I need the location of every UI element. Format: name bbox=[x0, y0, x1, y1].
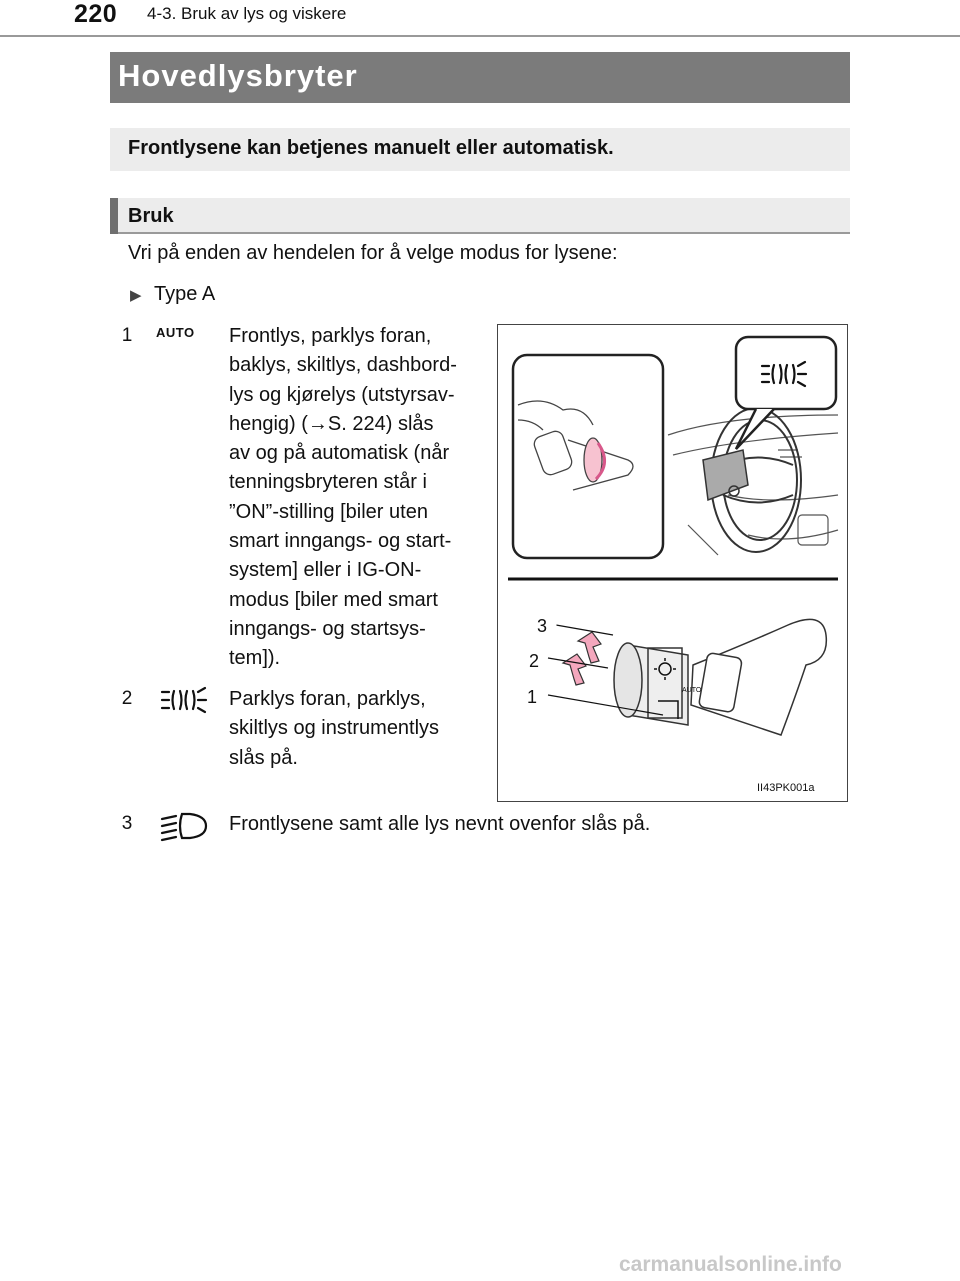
intro-box bbox=[110, 128, 850, 171]
parking-light-icon bbox=[160, 686, 208, 714]
text-line: ”ON”-stilling [biler uten bbox=[229, 500, 428, 523]
text-line: av og på automatisk (når bbox=[229, 442, 450, 465]
illustration-figure: AUTO 3 2 1 bbox=[497, 324, 848, 802]
type-label: Type A bbox=[154, 283, 216, 305]
text-line: hengig) (→S. 224) slås bbox=[229, 412, 434, 435]
text-line: Parklys foran, parklys, bbox=[229, 688, 426, 710]
text-line: modus [biler med smart bbox=[229, 588, 438, 611]
section-heading-box bbox=[110, 198, 850, 234]
text-line: Frontlys, parklys foran, bbox=[229, 325, 432, 347]
watermark: carmanualsonline.info bbox=[619, 1253, 842, 1276]
number-box-2-icon: 2 bbox=[122, 688, 133, 709]
text-line: system] eller i IG-ON- bbox=[229, 559, 422, 582]
arrow-up-icon bbox=[576, 631, 602, 664]
item-3-text: Frontlysene samt alle lys nevnt ovenfor … bbox=[229, 813, 651, 835]
intro-text: Frontlysene kan betjenes manuelt eller a… bbox=[128, 137, 614, 159]
section-heading: Bruk bbox=[128, 205, 174, 227]
chapter-title: 4-3. Bruk av lys og viskere bbox=[147, 4, 347, 23]
text-line: tenningsbryteren står i bbox=[229, 471, 427, 494]
item-1-number: 1 bbox=[122, 325, 133, 346]
number-box-1-icon: 1 bbox=[116, 322, 138, 347]
bullet-triangle-icon: ▶ bbox=[130, 287, 142, 304]
item-3-number: 3 bbox=[122, 813, 133, 834]
item-2-text: Parklys foran, parklys, skiltlys og inst… bbox=[229, 685, 479, 773]
title-bar bbox=[110, 52, 850, 103]
text-line: tem]). bbox=[229, 647, 281, 670]
text-line: baklys, skiltlys, dashbord- bbox=[229, 354, 457, 377]
headlight-switch-illustration: AUTO 3 2 1 bbox=[508, 335, 839, 736]
item-2-number: 2 bbox=[122, 688, 133, 709]
callout-3: 3 bbox=[537, 616, 547, 636]
callout-2: 2 bbox=[529, 651, 539, 671]
page-title: Hovedlysbryter bbox=[118, 58, 358, 93]
number-box-3-icon: 3 bbox=[122, 813, 133, 834]
switch-auto-label: AUTO bbox=[682, 687, 702, 694]
text-line: smart inngangs- og start- bbox=[229, 530, 452, 553]
page-number: 220 bbox=[74, 0, 118, 28]
text-line: skiltlys og instrumentlys bbox=[229, 717, 440, 740]
arrow-up-icon bbox=[561, 653, 587, 686]
lever-highlight bbox=[702, 449, 749, 502]
figure-code: II43PK001a bbox=[757, 782, 815, 794]
parking-light-icon bbox=[760, 360, 808, 388]
header-rule bbox=[0, 35, 960, 37]
callout-1: 1 bbox=[527, 687, 537, 707]
section-heading-marker bbox=[110, 198, 118, 234]
auto-icon: AUTO bbox=[156, 325, 195, 340]
instruction-text: Vri på enden av hendelen for å velge mod… bbox=[128, 242, 618, 264]
item-1-text: Frontlys, parklys foran, baklys, skiltly… bbox=[229, 322, 479, 674]
text-line: lys og kjørelys (utstyrsav- bbox=[229, 383, 455, 406]
headlight-icon bbox=[160, 812, 208, 842]
text-line: slås på. bbox=[229, 746, 298, 769]
text-line: inngangs- og startsys- bbox=[229, 617, 426, 640]
